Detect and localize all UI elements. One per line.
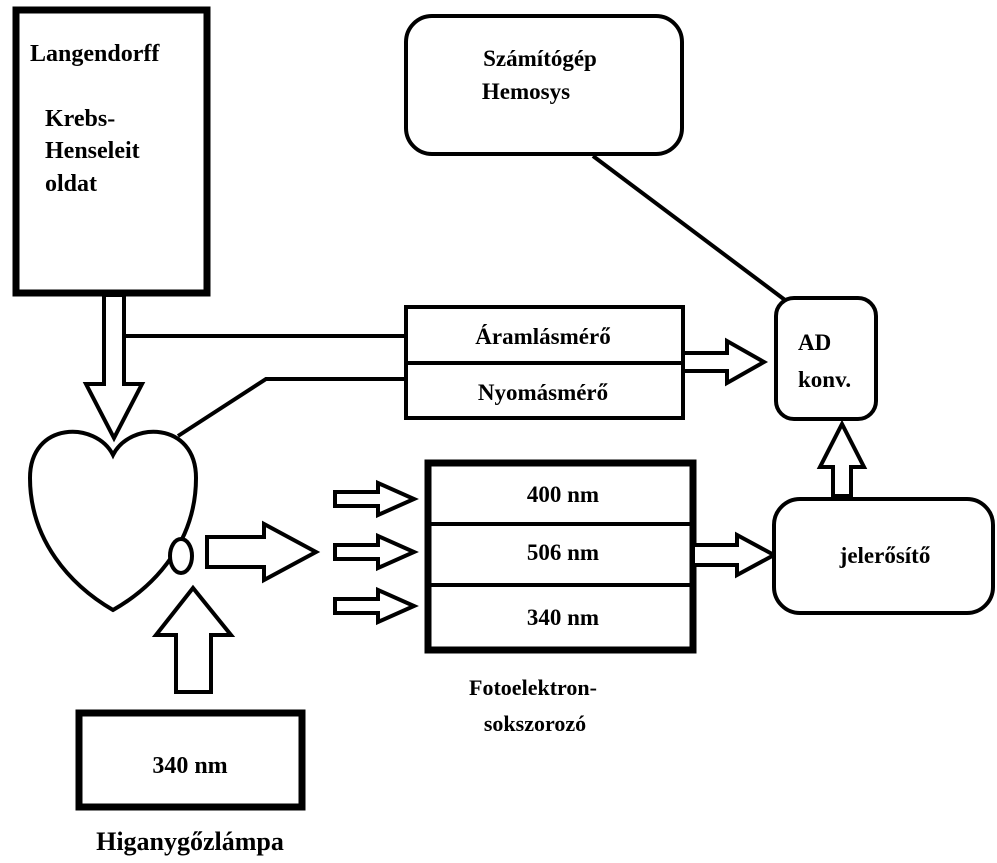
- computer-line-1: Számítógép: [483, 46, 597, 71]
- langendorff-title: Langendorff: [30, 41, 160, 67]
- ad-converter-line-1: AD: [798, 330, 831, 355]
- photomultiplier-label-line-2: sokszorozó: [484, 711, 586, 736]
- pressure-line: [176, 377, 406, 438]
- fluorescence-spot-icon: [168, 537, 194, 575]
- lamp-to-heart-arrow: [151, 584, 236, 694]
- mercury-lamp-label: Higanygőzlámpa: [96, 827, 284, 856]
- solution-line-1: Krebs-: [45, 106, 115, 132]
- amplifier-box: [772, 497, 995, 615]
- wavelength-340-label: 340 nm: [527, 605, 599, 630]
- perfusate-down-arrow: [82, 293, 146, 443]
- solution-line-2: Henseleit: [45, 138, 140, 164]
- computer-box: [404, 14, 684, 156]
- heart-to-detector-arrow: [205, 520, 321, 584]
- solution-line-3: oldat: [45, 171, 97, 197]
- amplifier-to-ad-arrow: [816, 419, 868, 498]
- photomultiplier-label-line-1: Fotoelektron-: [469, 675, 597, 700]
- pressure-meter-label: Nyomásmérő: [478, 380, 608, 405]
- channel-arrow-340: [333, 586, 419, 626]
- flow-meter-box: [404, 305, 685, 365]
- ad-converter-box: [774, 296, 878, 421]
- detector-to-amplifier-arrow: [691, 531, 779, 579]
- wavelength-506-label: 506 nm: [527, 540, 599, 565]
- lamp-wavelength-label: 340 nm: [152, 753, 227, 779]
- heart-icon: [27, 429, 199, 613]
- wavelength-400-label: 400 nm: [527, 482, 599, 507]
- flow-meter-label: Áramlásmérő: [475, 324, 610, 349]
- channel-arrow-400: [333, 479, 419, 519]
- photomultiplier-box: [424, 459, 697, 654]
- meters-to-ad-arrow: [681, 337, 769, 387]
- computer-ad-connector: [591, 154, 787, 302]
- computer-line-2: Hemosys: [482, 79, 570, 104]
- langendorff-box: [12, 6, 211, 297]
- pressure-meter-box: [404, 361, 685, 420]
- amplifier-label: jelerősítő: [839, 543, 931, 568]
- channel-arrow-506: [333, 532, 419, 572]
- ad-converter-line-2: konv.: [798, 367, 851, 392]
- mercury-lamp-box: [75, 709, 306, 811]
